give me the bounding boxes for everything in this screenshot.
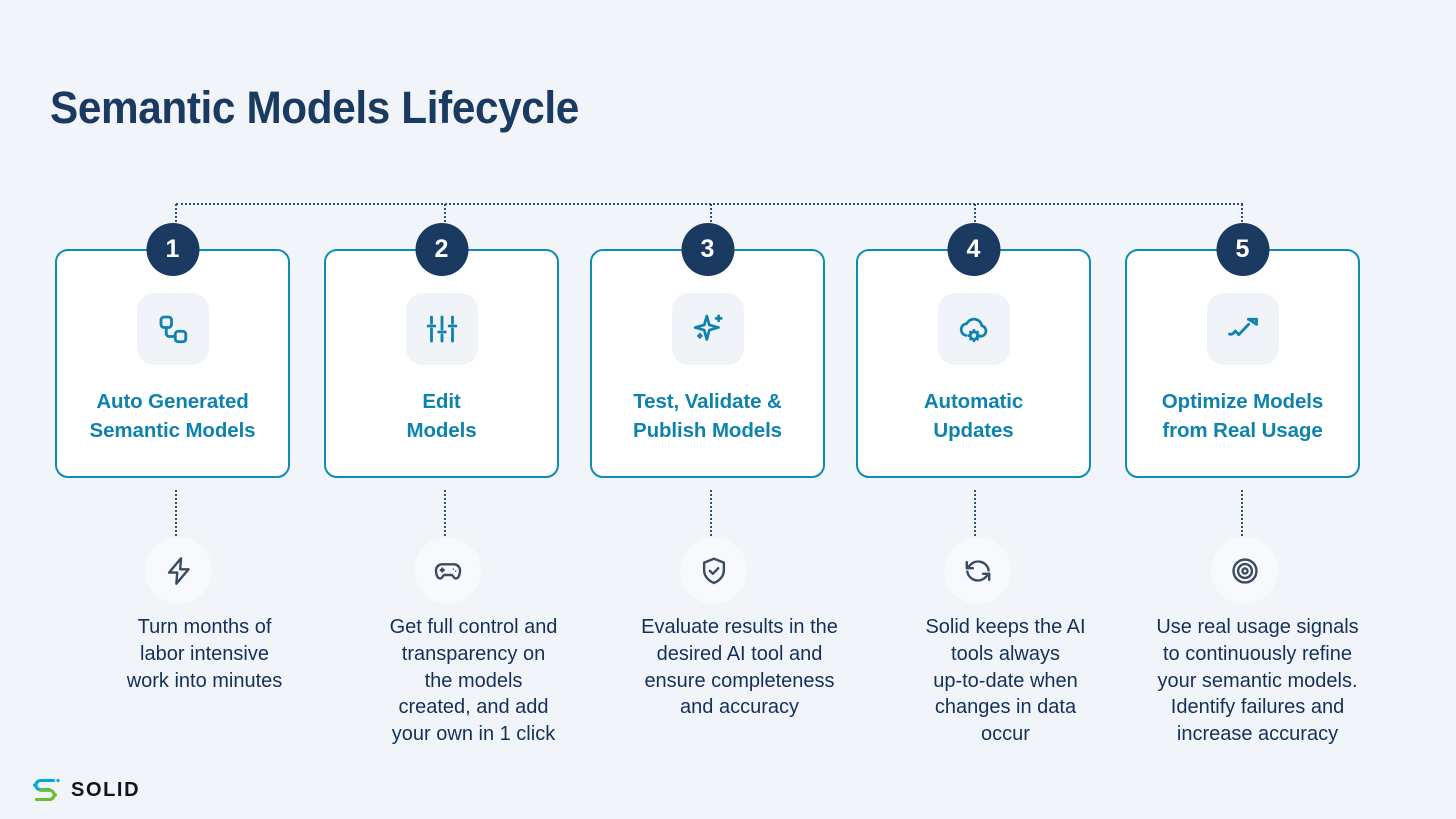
step-card-3[interactable]: 3 Test, Validate & Publish Models (590, 223, 825, 478)
top-connector-rail (176, 203, 1243, 205)
step-card-5[interactable]: 5 Optimize Models from Real Usage (1125, 223, 1360, 478)
sparkles-icon (671, 293, 744, 365)
step-card-2[interactable]: 2 Edit Models (324, 223, 559, 478)
lower-connector-stem-3 (710, 490, 712, 536)
shield-check-icon (680, 537, 747, 604)
connector-stem-3 (710, 204, 712, 230)
step-number-badge-2: 2 (415, 223, 468, 276)
connector-stem-5 (1241, 204, 1243, 230)
step-description-2: Get full control and transparency on the… (389, 616, 558, 746)
lower-connector-stem-2 (444, 490, 446, 536)
connector-stem-1 (175, 204, 177, 230)
gamepad-icon (414, 537, 481, 604)
step-card-1[interactable]: 1 Auto Generated Semantic Models (55, 223, 290, 478)
target-icon (1211, 537, 1278, 604)
step-description-4: Solid keeps the AI tools always up-to-da… (925, 616, 1086, 746)
step-title-2: Edit Models (406, 390, 477, 442)
step-card-4[interactable]: 4 Automatic Updates (856, 223, 1091, 478)
lower-connector-stem-4 (974, 490, 976, 536)
zap-icon (145, 537, 212, 604)
step-number-badge-1: 1 (146, 223, 199, 276)
workflow-nodes-icon (136, 293, 209, 365)
connector-stem-4 (974, 204, 976, 230)
lower-connector-stem-5 (1241, 490, 1243, 536)
step-title-4: Automatic Updates (923, 390, 1024, 442)
connector-stem-2 (444, 204, 446, 230)
lower-connector-stem-1 (175, 490, 177, 536)
step-description-3: Evaluate results in the desired AI tool … (641, 616, 838, 719)
step-title-5: Optimize Models from Real Usage (1161, 390, 1324, 442)
step-number-badge-3: 3 (681, 223, 734, 276)
refresh-sync-icon (944, 537, 1011, 604)
solid-s-logo-icon (33, 778, 60, 802)
logo-text: SOLID (71, 778, 141, 801)
step-title-1: Auto Generated Semantic Models (89, 390, 256, 442)
page-title: Semantic Models Lifecycle (50, 82, 579, 133)
sliders-icon (405, 293, 478, 365)
step-number-badge-4: 4 (947, 223, 1000, 276)
step-description-1: Turn months of labor intensive work into… (126, 616, 283, 692)
step-number-badge-5: 5 (1216, 223, 1269, 276)
step-description-5: Use real usage signals to continuously r… (1156, 616, 1359, 746)
trending-up-icon (1206, 293, 1279, 365)
brand-logo[interactable]: SOLID (28, 775, 140, 805)
cloud-cog-icon (937, 293, 1010, 365)
step-title-3: Test, Validate & Publish Models (633, 390, 782, 442)
